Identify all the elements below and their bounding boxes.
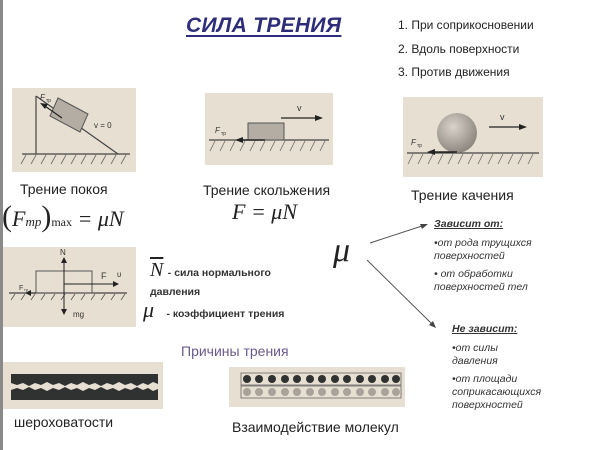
mu-arrows — [366, 224, 436, 328]
not-depends-block: Не зависит: •от силы давления •от площад… — [452, 323, 592, 417]
svg-text:F: F — [101, 271, 107, 281]
causes-heading: Причины трения — [181, 343, 289, 359]
rolling-friction-diagram: F тр v — [403, 97, 543, 177]
svg-text:тр: тр — [24, 287, 29, 292]
roughness-caption: шероховатости — [14, 414, 114, 430]
svg-text:F: F — [411, 138, 417, 147]
sliding-friction-caption: Трение скольжения — [203, 182, 331, 198]
legend-normal-force: N - сила нормального давления — [150, 259, 271, 298]
depends-heading: Зависит от: — [434, 218, 504, 230]
depends-item: • от обработки поверхностей тел — [434, 268, 528, 293]
static-friction-diagram: F тр v = 0 — [12, 88, 136, 172]
molecules-diagram — [229, 367, 405, 407]
sliding-friction-formula: F = μN — [232, 199, 298, 224]
not-depends-item: •от силы давления — [452, 342, 498, 367]
svg-text:тр: тр — [221, 131, 226, 137]
rule-item: 3. Против движения — [398, 65, 510, 79]
roughness-diagram — [3, 362, 163, 409]
not-depends-heading: Не зависит: — [452, 323, 518, 335]
left-border — [0, 0, 3, 450]
mu-symbol: μ — [333, 232, 351, 269]
svg-text:v: v — [297, 103, 302, 113]
not-depends-item: •от площади соприкасающихся поверхностей — [452, 373, 542, 411]
static-friction-formula: (Fтр)max = μN — [2, 200, 124, 233]
svg-text:тр: тр — [46, 98, 51, 104]
molecules-caption: Взаимодействие молекул — [232, 419, 399, 435]
svg-text:F: F — [19, 285, 23, 292]
svg-text:N: N — [60, 248, 66, 257]
sliding-friction-diagram: F тр v — [205, 93, 333, 165]
legend-mu: μ - коэффициент трения — [143, 297, 285, 322]
static-friction-caption: Трение покоя — [20, 181, 108, 197]
depends-item: •от рода трущихся поверхностей — [434, 237, 532, 262]
depends-block: Зависит от: •от рода трущихся поверхност… — [434, 218, 594, 299]
rolling-friction-caption: Трение качения — [411, 187, 514, 203]
svg-text:mg: mg — [73, 310, 84, 319]
svg-text:v: v — [500, 112, 505, 122]
force-diagram: N F υ F тр mg — [3, 247, 136, 327]
svg-text:F: F — [40, 93, 46, 102]
friction-rules-list: 1. При соприкосновении 2. Вдоль поверхно… — [398, 14, 534, 85]
rule-item: 1. При соприкосновении — [398, 18, 534, 32]
svg-text:υ: υ — [117, 270, 121, 279]
rule-item: 2. Вдоль поверхности — [398, 41, 520, 56]
page-title: СИЛА ТРЕНИЯ — [186, 14, 342, 37]
svg-text:v = 0: v = 0 — [94, 121, 112, 130]
svg-text:F: F — [215, 126, 221, 135]
svg-text:тр: тр — [417, 143, 422, 149]
